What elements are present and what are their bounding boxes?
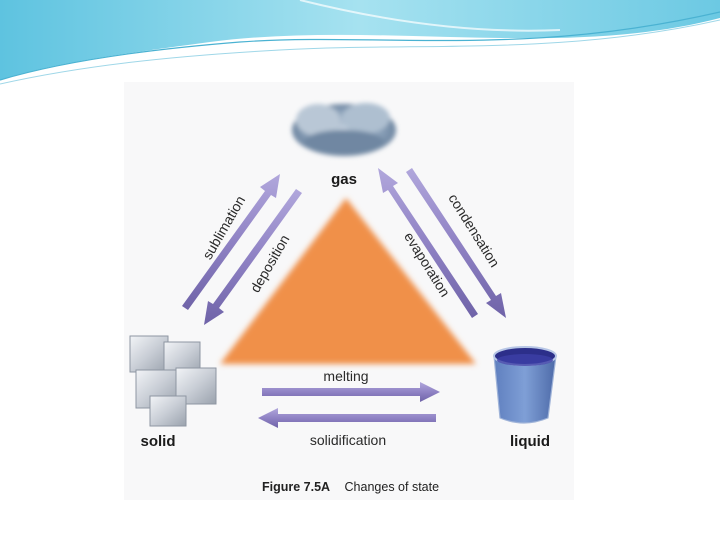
slide-header-swoosh [0, 0, 720, 85]
sublimation-arrow [182, 174, 280, 310]
state-label-liquid: liquid [510, 433, 550, 450]
state-label-solid: solid [140, 433, 175, 450]
figure-caption: Figure 7.5A Changes of state [262, 478, 439, 495]
melting-arrow [262, 382, 440, 402]
process-label-condensation: condensation [445, 191, 503, 270]
caption-figure-number: Figure 7.5A [262, 480, 330, 494]
deposition-arrow [204, 189, 302, 325]
solidification-arrow [258, 408, 436, 428]
process-label-melting: melting [323, 368, 368, 384]
ice-cubes-icon [129, 335, 217, 427]
state-label-gas: gas [331, 171, 357, 188]
process-label-solidification: solidification [310, 432, 386, 448]
center-triangle [220, 198, 476, 364]
cloud-icon [292, 103, 396, 156]
condensation-arrow [406, 168, 506, 318]
water-beaker-icon [493, 346, 557, 424]
caption-title: Changes of state [345, 480, 440, 494]
evaporation-arrow [378, 168, 478, 318]
